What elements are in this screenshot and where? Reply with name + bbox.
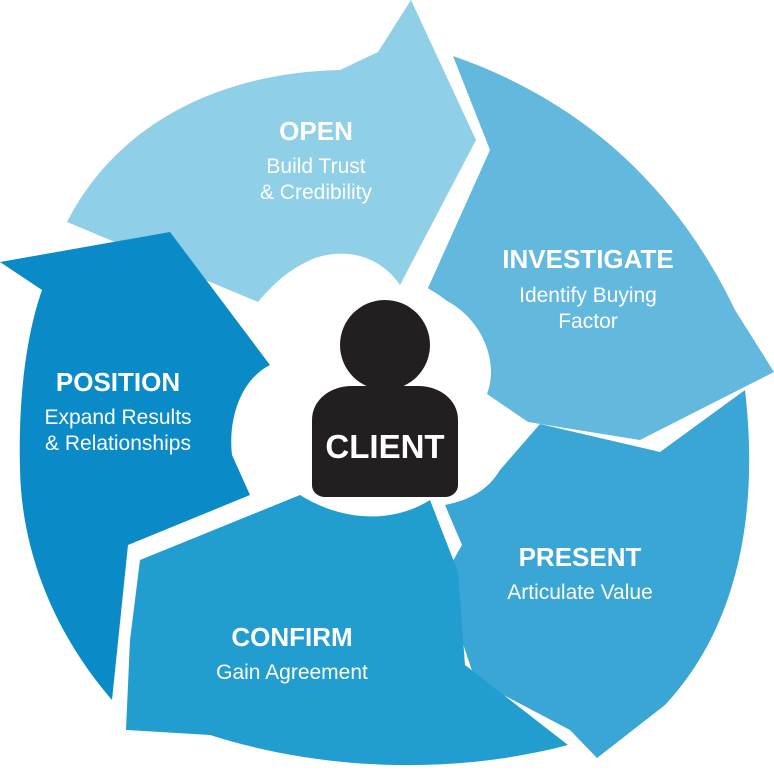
stage-confirm-title: CONFIRM [231,622,352,652]
stage-investigate: INVESTIGATE Identify Buying Factor [428,56,774,440]
stage-present-title: PRESENT [519,542,642,572]
stage-investigate-title: INVESTIGATE [502,244,673,274]
stage-position: POSITION Expand Results & Relationships [0,232,270,700]
client-icon: CLIENT [312,300,458,497]
stage-confirm-arrow [126,495,568,766]
stage-open: OPEN Build Trust & Credibility [67,0,476,302]
stage-open-line-1: Build Trust [266,155,365,178]
stage-open-line-2: & Credibility [260,181,373,204]
stage-confirm: CONFIRM Gain Agreement [126,495,568,766]
stage-open-arrow [67,0,476,302]
stage-position-line-2: & Relationships [45,432,191,455]
stage-present: PRESENT Articulate Value [442,390,750,758]
client-icon-body [312,386,458,497]
stage-investigate-line-2: Factor [558,310,618,333]
client-label: CLIENT [325,428,444,465]
stage-investigate-line-1: Identify Buying [519,284,657,307]
stage-position-title: POSITION [56,367,180,397]
stage-present-line-1: Articulate Value [507,581,653,604]
stage-confirm-line-1: Gain Agreement [216,661,368,684]
client-icon-head [340,300,430,390]
stage-present-arrow [442,390,750,758]
stage-position-arrow [0,232,270,700]
stage-investigate-arrow [428,56,774,440]
stage-open-title: OPEN [279,116,353,146]
stage-position-line-1: Expand Results [44,406,191,429]
